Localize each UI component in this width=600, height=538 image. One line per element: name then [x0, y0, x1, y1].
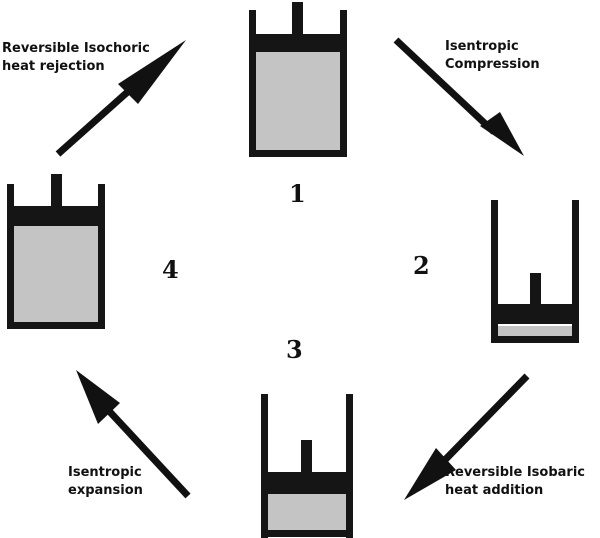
cylinder-3-bottom — [261, 530, 353, 537]
label-compression-line2: Compression — [445, 57, 540, 72]
cylinder-1-piston — [249, 34, 347, 52]
cylinder-3-piston-rod — [301, 440, 312, 472]
cylinder-4-right-wall — [98, 184, 105, 328]
label-heat-rejection-line1: Reversible Isochoric — [2, 41, 150, 56]
label-heat-addition-line2: heat addition — [445, 483, 543, 498]
cylinder-state-3 — [261, 394, 353, 538]
cylinder-3-gas — [268, 494, 346, 530]
arrow-heat-rejection — [55, 40, 186, 157]
label-heat-addition: Reversible Isobaric heat addition — [445, 465, 585, 498]
cylinder-4-left-wall — [7, 184, 14, 328]
label-compression-line1: Isentropic — [445, 39, 519, 54]
cylinder-1-piston-rod — [292, 2, 303, 34]
cylinder-2-gas — [498, 326, 572, 336]
label-expansion-line1: Isentropic — [68, 465, 142, 480]
cylinder-2-right-wall — [572, 200, 579, 342]
cylinder-1-right-wall — [340, 10, 347, 156]
state-number-3: 3 — [286, 335, 303, 364]
cylinder-1-left-wall — [249, 10, 256, 156]
cylinder-4-piston — [7, 206, 105, 226]
label-heat-rejection-line2: heat rejection — [2, 59, 105, 74]
cylinder-2-bottom — [491, 336, 579, 343]
cylinder-2-piston — [491, 304, 579, 324]
state-number-2: 2 — [413, 251, 430, 280]
cylinder-1-gas — [256, 52, 340, 152]
cylinder-1-bottom — [249, 150, 347, 157]
cylinder-state-1 — [249, 2, 347, 157]
cylinder-4-bottom — [7, 322, 105, 329]
state-number-4: 4 — [162, 255, 179, 284]
cylinder-state-2 — [491, 200, 579, 343]
arrow-compression — [393, 37, 524, 156]
cylinder-3-left-wall — [261, 394, 268, 538]
cylinder-4-gas — [14, 226, 98, 322]
cylinder-3-piston — [261, 472, 353, 494]
arrow-expansion — [76, 370, 191, 499]
label-heat-addition-line1: Reversible Isobaric — [445, 465, 585, 480]
label-compression: Isentropic Compression — [445, 39, 540, 72]
label-heat-rejection: Reversible Isochoric heat rejection — [2, 41, 150, 74]
label-expansion-line2: expansion — [68, 483, 143, 498]
label-expansion: Isentropic expansion — [68, 465, 143, 498]
cylinder-state-4 — [7, 174, 105, 329]
cylinder-2-piston-rod — [530, 273, 541, 304]
cylinder-3-right-wall — [346, 394, 353, 538]
cylinder-2-left-wall — [491, 200, 498, 342]
cylinder-4-piston-rod — [51, 174, 62, 206]
state-number-1: 1 — [289, 179, 306, 208]
arrow-heat-addition — [404, 373, 530, 500]
